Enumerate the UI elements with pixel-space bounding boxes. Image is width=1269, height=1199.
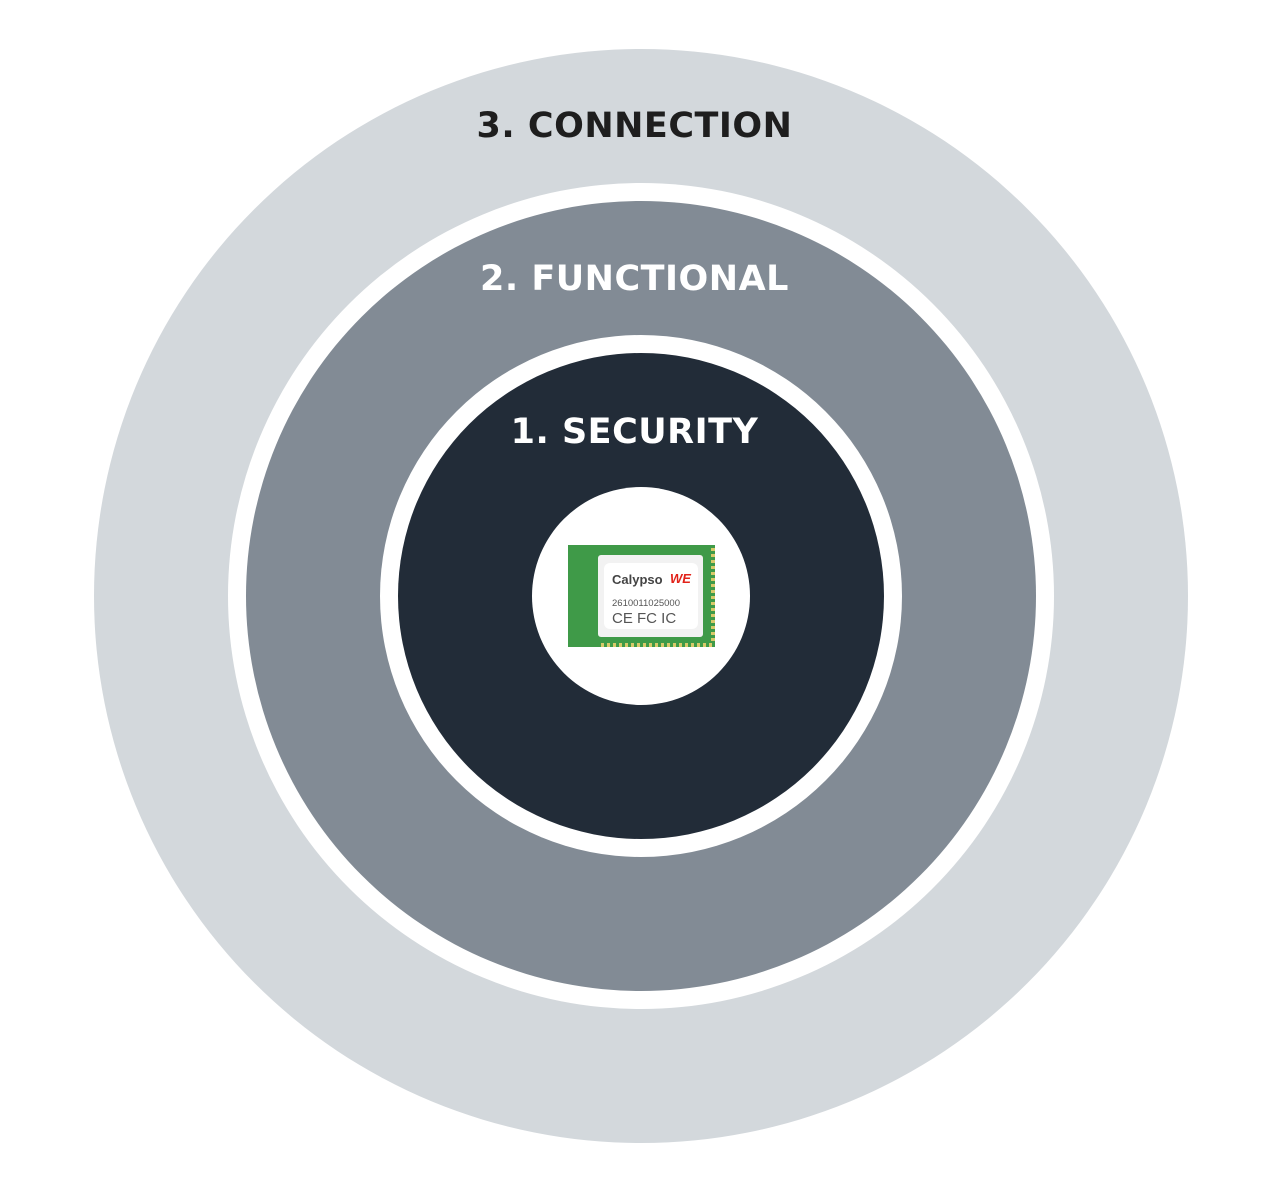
label-connection: 3. CONNECTION xyxy=(476,106,793,146)
calypso-module-image: Calypso WE 2610011025000 CE FC IC xyxy=(568,545,715,647)
module-name: Calypso xyxy=(612,572,663,587)
module-label: Calypso WE 2610011025000 CE FC IC xyxy=(604,563,698,629)
module-pads-bottom xyxy=(598,643,715,647)
module-part-number: 2610011025000 xyxy=(612,598,680,609)
we-logo: WE xyxy=(670,571,691,586)
module-shield: Calypso WE 2610011025000 CE FC IC xyxy=(598,555,703,637)
module-pads xyxy=(711,545,715,647)
label-security: 1. SECURITY xyxy=(510,412,759,452)
certification-marks: CE FC IC xyxy=(612,610,677,627)
label-functional: 2. FUNCTIONAL xyxy=(480,259,789,299)
